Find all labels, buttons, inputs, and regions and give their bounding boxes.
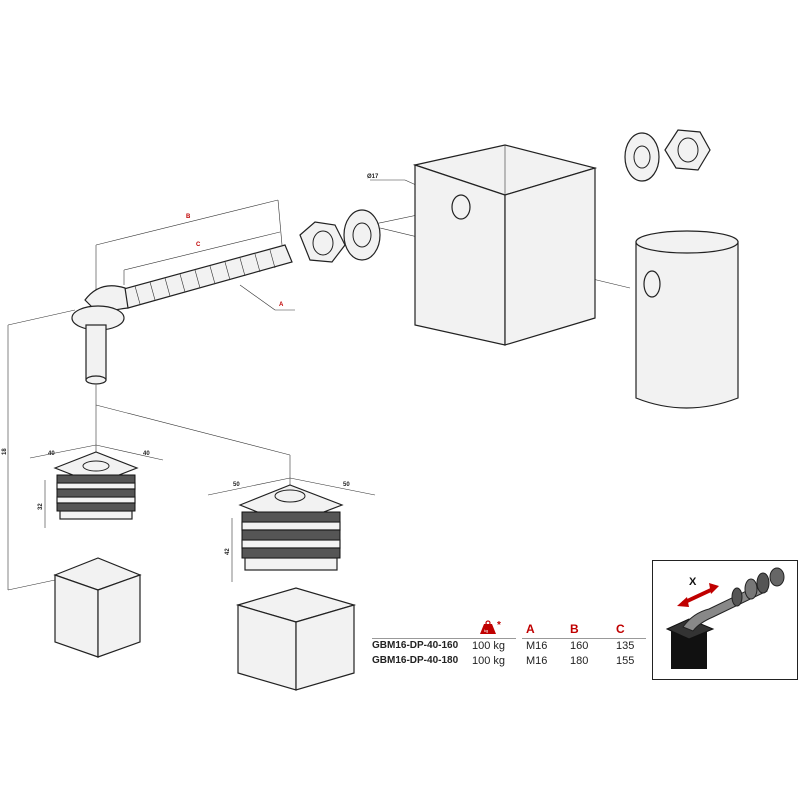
spec-table: A B C GBM16-DP-40-160 100 kg M16 160 135… <box>372 620 656 668</box>
col-a-header: A <box>526 622 535 636</box>
divider <box>372 638 516 639</box>
weight-star: * <box>497 620 501 631</box>
large-square-tube <box>235 587 357 691</box>
dimension-c: C <box>123 231 281 285</box>
round-post <box>635 230 739 409</box>
large-cap-width-2: 50 <box>343 482 350 488</box>
inset-drawing: X <box>665 567 785 669</box>
spec-table-header: A B C <box>372 620 656 638</box>
c-cell: 135 <box>616 639 635 652</box>
model-cell: GBM16-DP-40-180 <box>372 655 459 666</box>
dimension-a-label: A <box>279 302 284 308</box>
large-cap-height: 42 <box>225 548 231 555</box>
adjust-axis-label: X <box>689 576 697 588</box>
divider <box>522 638 646 639</box>
large-cap-width-1: 50 <box>233 482 240 488</box>
small-cap-width-2: 40 <box>143 451 150 457</box>
adjustment-inset: X <box>652 560 798 680</box>
small-insert-cap: 40 40 32 <box>29 444 164 528</box>
nut-2 <box>664 129 711 171</box>
load-cell: 100 kg <box>472 639 506 652</box>
table-row: GBM16-DP-40-180 100 kg M16 180 155 <box>372 653 656 668</box>
washer-2 <box>624 132 660 182</box>
col-b-header: B <box>570 622 579 636</box>
col-c-header: C <box>616 622 625 636</box>
nut <box>299 221 346 263</box>
square-post <box>412 144 598 346</box>
hole-diameter-label: Ø17 <box>367 174 379 180</box>
dimension-c-label: C <box>196 242 201 248</box>
hinge-bolt <box>71 244 293 385</box>
a-cell: M16 <box>526 654 548 667</box>
small-square-tube <box>53 557 142 658</box>
weight-icon-label: kg <box>484 628 488 633</box>
model-cell: GBM16-DP-40-160 <box>372 640 459 651</box>
washer <box>343 209 381 261</box>
weight-icon: kg * <box>480 620 501 634</box>
small-cap-width-1: 40 <box>48 451 55 457</box>
c-cell: 155 <box>616 654 635 667</box>
b-cell: 180 <box>570 654 589 667</box>
adjust-arrow-icon <box>682 587 714 605</box>
table-row: GBM16-DP-40-160 100 kg M16 160 135 <box>372 638 656 653</box>
height-label: 18 <box>2 448 8 455</box>
large-insert-cap: 50 50 42 <box>207 477 376 582</box>
small-cap-height: 32 <box>38 503 44 510</box>
dimension-a: A <box>239 284 295 311</box>
a-cell: M16 <box>526 639 548 652</box>
dimension-b-label: B <box>186 214 191 220</box>
load-cell: 100 kg <box>472 654 506 667</box>
b-cell: 160 <box>570 639 589 652</box>
